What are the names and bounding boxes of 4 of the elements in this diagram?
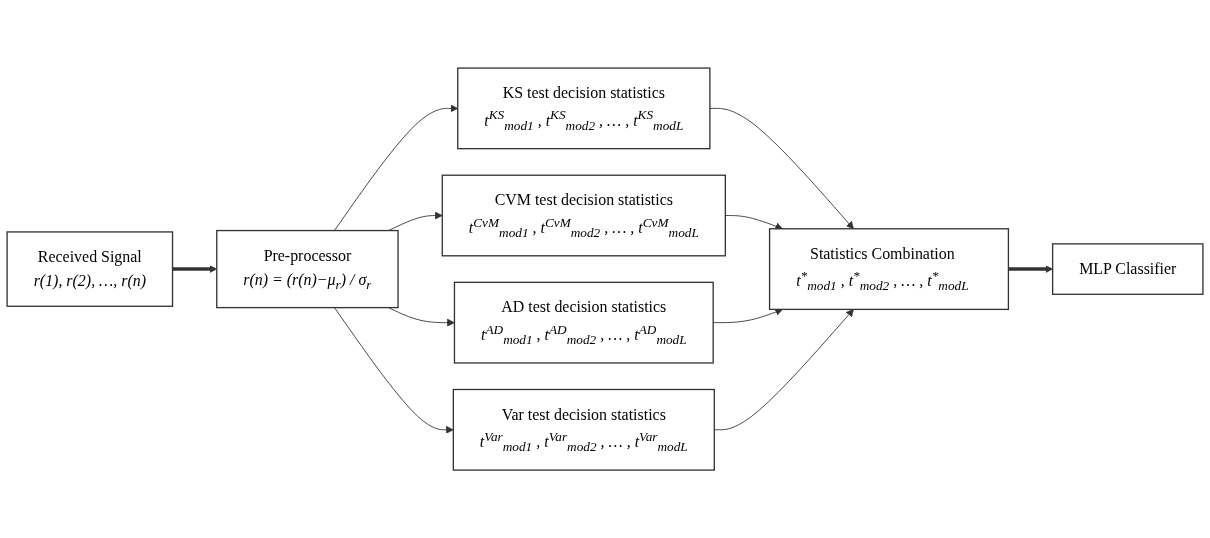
node-box: Pre-processor r(n) = (r(n)−μ$_{r}$) / σ$_{r}$ <box>216 229 399 309</box>
arrow <box>1008 265 1053 273</box>
node-box: Received Signal r(1), r(2), …, r(n) <box>6 231 174 307</box>
node-box: MLP Classifier <box>1051 243 1204 295</box>
